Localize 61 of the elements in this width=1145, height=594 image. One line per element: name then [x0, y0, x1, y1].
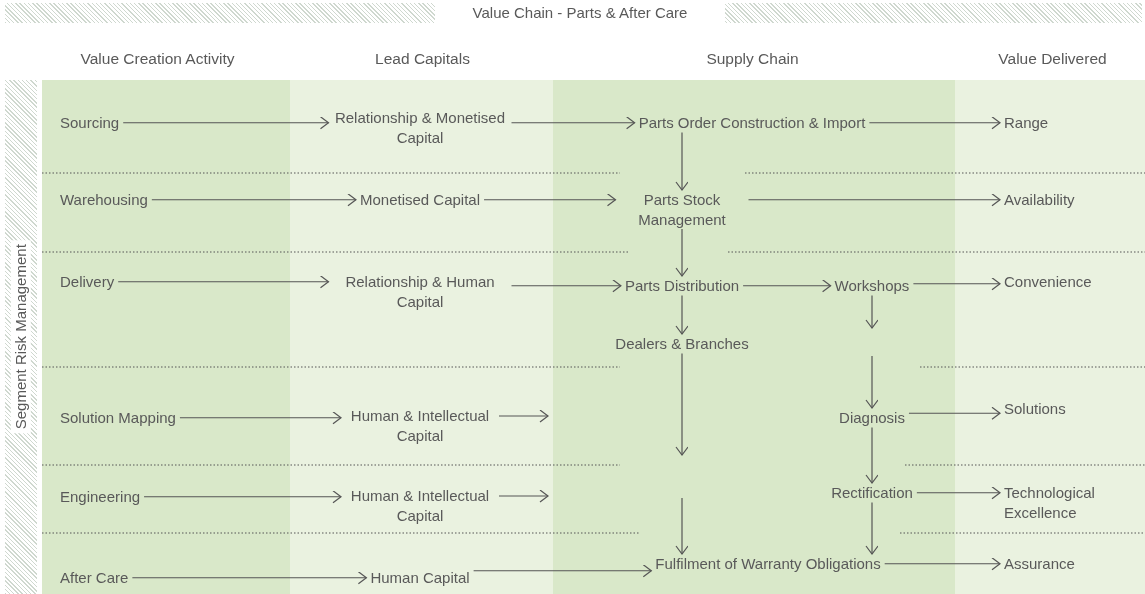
arrow: [675, 131, 689, 191]
arrow: [675, 497, 689, 555]
value-label: Range: [1004, 113, 1049, 133]
arrow: [179, 411, 342, 425]
column-header: Lead Capitals: [374, 50, 471, 68]
activity-label: Warehousing: [60, 190, 148, 210]
arrow: [868, 116, 1001, 130]
capital-label: Human & Intellectual Capital: [345, 406, 495, 445]
arrow: [498, 489, 549, 503]
arrow: [865, 426, 879, 484]
capital-label: Relationship & Human Capital: [332, 272, 508, 311]
supply-step: Fulfilment of Warranty Obligations: [655, 554, 881, 574]
side-band: [5, 80, 37, 594]
arrow: [498, 409, 549, 423]
arrow: [122, 116, 330, 130]
arrow: [143, 490, 342, 504]
supply-step: Diagnosis: [839, 408, 905, 428]
arrow: [675, 228, 689, 277]
supply-step: Parts Distribution: [624, 276, 740, 296]
arrow: [473, 564, 652, 578]
arrow: [675, 352, 689, 456]
arrow: [912, 277, 1001, 291]
arrow: [884, 557, 1001, 571]
arrow: [151, 193, 357, 207]
band-label: Segment Risk Management: [11, 240, 31, 434]
column-header: Value Creation Activity: [79, 50, 236, 68]
supply-step: Dealers & Branches: [615, 334, 749, 354]
diagram-title: Value Chain - Parts & After Care: [435, 3, 725, 23]
capital-label: Human Capital: [370, 568, 470, 588]
supply-step: Parts Stock Management: [619, 190, 745, 229]
arrow: [865, 355, 879, 409]
column-header: Supply Chain: [705, 50, 800, 68]
capital-label: Monetised Capital: [359, 190, 481, 210]
arrow: [510, 116, 636, 130]
value-label: Solutions: [1004, 399, 1066, 419]
arrow: [131, 571, 367, 585]
value-label: Technological Excellence: [1004, 483, 1129, 522]
arrow: [675, 294, 689, 335]
supply-step: Rectification: [831, 483, 913, 503]
activity-label: Solution Mapping: [60, 408, 176, 428]
activity-label: Delivery: [60, 272, 115, 292]
arrow: [742, 279, 832, 293]
capital-label: Human & Intellectual Capital: [345, 486, 495, 525]
arrow: [908, 406, 1001, 420]
arrow: [510, 279, 622, 293]
arrow: [865, 294, 879, 329]
value-label: Availability: [1004, 190, 1075, 210]
activity-label: Sourcing: [60, 113, 120, 133]
capital-label: Relationship & Monetised Capital: [332, 108, 508, 147]
arrow: [865, 501, 879, 555]
activity-label: Engineering: [60, 487, 141, 507]
activity-label: After Care: [60, 568, 129, 588]
value-label: Assurance: [1004, 554, 1075, 574]
arrow: [117, 275, 330, 289]
arrow: [916, 486, 1001, 500]
arrow: [483, 193, 617, 207]
value-label: Convenience: [1004, 272, 1092, 292]
arrow: [747, 193, 1001, 207]
column-header: Value Delivered: [997, 50, 1108, 68]
supply-step: Workshops: [834, 276, 910, 296]
supply-step: Parts Order Construction & Import: [638, 113, 866, 133]
